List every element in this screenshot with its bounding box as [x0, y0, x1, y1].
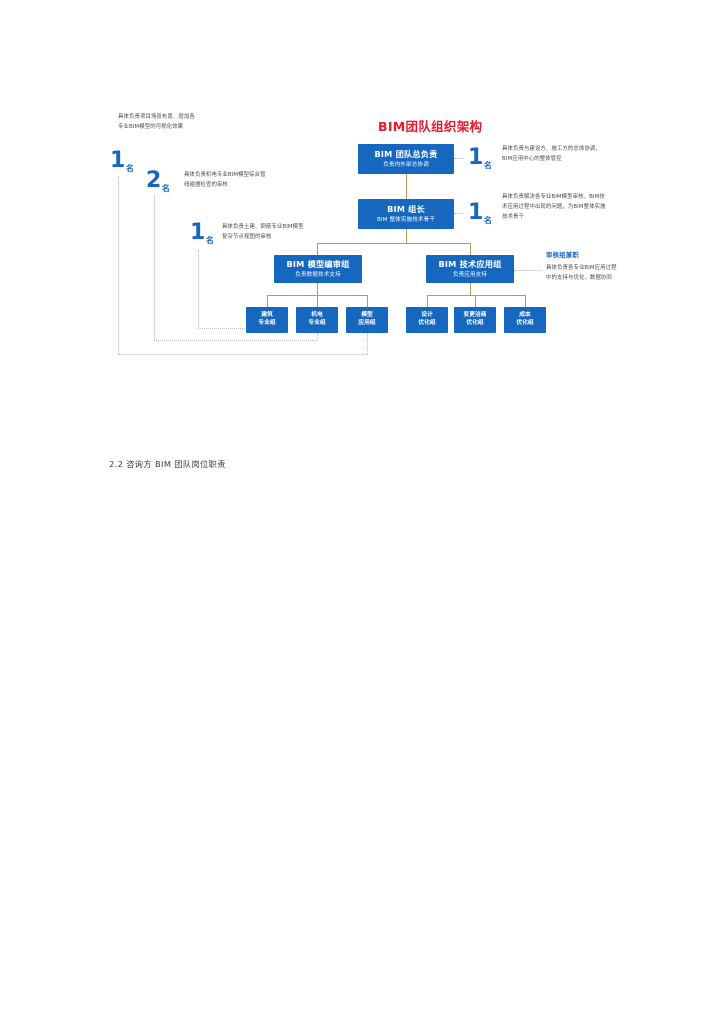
connector-chief-drop — [405, 229, 407, 243]
connector-model-drop — [317, 283, 319, 295]
node-model-review-group[interactable]: BIM 模型编审组 负责数据技术支持 — [274, 255, 362, 283]
guide-line-leaf-2-riser — [317, 333, 318, 340]
guide-line-left-b-horizontal — [154, 340, 317, 341]
connector-to-model-group — [317, 243, 319, 255]
leaf-node-model-application[interactable]: 模型 应用组 — [346, 307, 388, 333]
count-left-c-unit: 名 — [205, 236, 214, 245]
annotation-top-left: 具体负责项目场景布置、增加各 专业BIM模型的可视化效果 — [118, 114, 195, 130]
connector-model-leaf-1 — [267, 295, 269, 307]
guide-line-left-b-vertical — [154, 195, 155, 340]
count-left-a: 1名 — [110, 148, 134, 173]
count-left-a-unit: 名 — [125, 164, 134, 173]
count-right-b-unit: 名 — [483, 216, 492, 225]
leaf-1-line2: 专业组 — [258, 320, 276, 326]
leaf-2-line2: 专业组 — [308, 320, 326, 326]
node-tech-subtitle: 负责应用支持 — [452, 271, 488, 278]
leaf-1-line1: 建筑 — [261, 312, 273, 319]
leaf-3-line1: 模型 — [361, 312, 373, 319]
leaf-2-line1: 机电 — [311, 312, 323, 319]
node-lead-subtitle: 负责内外部总协调 — [383, 161, 429, 168]
count-right-b-number: 1 — [468, 200, 483, 225]
bim-org-chart-figure: BIM团队组织架构 — [96, 100, 656, 390]
guide-line-chief-to-count — [454, 213, 464, 214]
guide-line-lead-to-count — [454, 158, 464, 159]
leaf-node-architecture[interactable]: 建筑 专业组 — [246, 307, 288, 333]
count-left-c: 1名 — [190, 220, 214, 245]
count-right-a-unit: 名 — [483, 161, 492, 170]
leaf-5-line1: 变更洽商 — [463, 312, 487, 319]
section-caption: 2.2 咨询方 BIM 团队岗位职责 — [109, 459, 226, 469]
count-left-a-number: 1 — [110, 148, 125, 173]
node-chief-title: BIM 组长 — [387, 204, 425, 215]
connector-to-tech-group — [469, 243, 471, 255]
count-right-b: 1名 — [468, 200, 492, 225]
node-bim-chief[interactable]: BIM 组长 BIM 整体实施技术骨干 — [358, 199, 454, 229]
count-left-b: 2名 — [146, 168, 170, 193]
connector-lead-to-chief — [405, 174, 407, 199]
guide-line-left-c-horizontal — [198, 328, 267, 329]
node-model-title: BIM 模型编审组 — [286, 259, 350, 270]
count-left-b-unit: 名 — [161, 184, 170, 193]
annotation-top-right: 具体负责与建设方、施工方的总体协调， BIM应用中心的整体管控 — [502, 146, 601, 162]
count-left-c-number: 1 — [190, 220, 205, 245]
leaf-5-line2: 优化组 — [466, 320, 484, 326]
guide-line-left-c-vertical — [198, 250, 199, 328]
node-lead-title: BIM 团队总负责 — [374, 149, 438, 160]
leaf-4-line1: 设计 — [421, 312, 433, 319]
count-right-a: 1名 — [468, 145, 492, 170]
node-bim-team-lead[interactable]: BIM 团队总负责 负责内外部总协调 — [358, 144, 454, 174]
connector-chief-split-bar — [317, 243, 470, 245]
connector-tech-drop — [469, 283, 471, 295]
leaf-4-line2: 优化组 — [418, 320, 436, 326]
leaf-node-cost-optimization[interactable]: 成本 优化组 — [504, 307, 546, 333]
node-tech-application-group[interactable]: BIM 技术应用组 负责应用支持 — [426, 255, 514, 283]
leaf-node-design-optimization[interactable]: 设计 优化组 — [406, 307, 448, 333]
node-model-subtitle: 负责数据技术支持 — [295, 271, 341, 278]
leaf-6-line2: 优化组 — [516, 320, 534, 326]
count-left-b-number: 2 — [146, 168, 161, 193]
leaf-node-change-negotiation-optimization[interactable]: 变更洽商 优化组 — [454, 307, 496, 333]
guide-line-leaf-3-riser — [367, 333, 368, 354]
chart-title: BIM团队组织架构 — [378, 119, 483, 134]
connector-tech-leaf-6 — [525, 295, 527, 307]
annotation-low-left: 具体负责土建、钢筋专业BIM模型 复杂节点视图的审核 — [222, 224, 304, 240]
node-tech-title: BIM 技术应用组 — [438, 259, 502, 270]
connector-model-leaf-2 — [317, 295, 319, 307]
connector-tech-leaf-4 — [427, 295, 429, 307]
leaf-node-mep[interactable]: 机电 专业组 — [296, 307, 338, 333]
connector-model-leaf-3 — [367, 295, 369, 307]
leaf-6-line1: 成本 — [519, 312, 531, 319]
annotation-mid-left: 具体负责机电专业BIM模型综合管 线碰撞检查的审核 — [184, 172, 266, 188]
annotation-review-body: 具体负责各专业BIM应用过程 中的支持与优化、数据协同 — [546, 265, 617, 281]
guide-line-tech-to-review — [514, 270, 540, 271]
connector-tech-leaf-5 — [475, 295, 477, 307]
node-chief-subtitle: BIM 整体实施技术骨干 — [376, 216, 436, 223]
guide-line-left-a-vertical — [118, 176, 119, 354]
guide-line-left-a-horizontal — [118, 354, 368, 355]
annotation-review-heading: 审核组兼职 — [546, 251, 579, 259]
count-right-a-number: 1 — [468, 145, 483, 170]
leaf-3-line2: 应用组 — [358, 320, 376, 326]
annotation-mid-right: 具体负责解决各专业BIM模型审核、BIM技 术应用过程中出现的问题，为BIM整体… — [502, 194, 606, 220]
